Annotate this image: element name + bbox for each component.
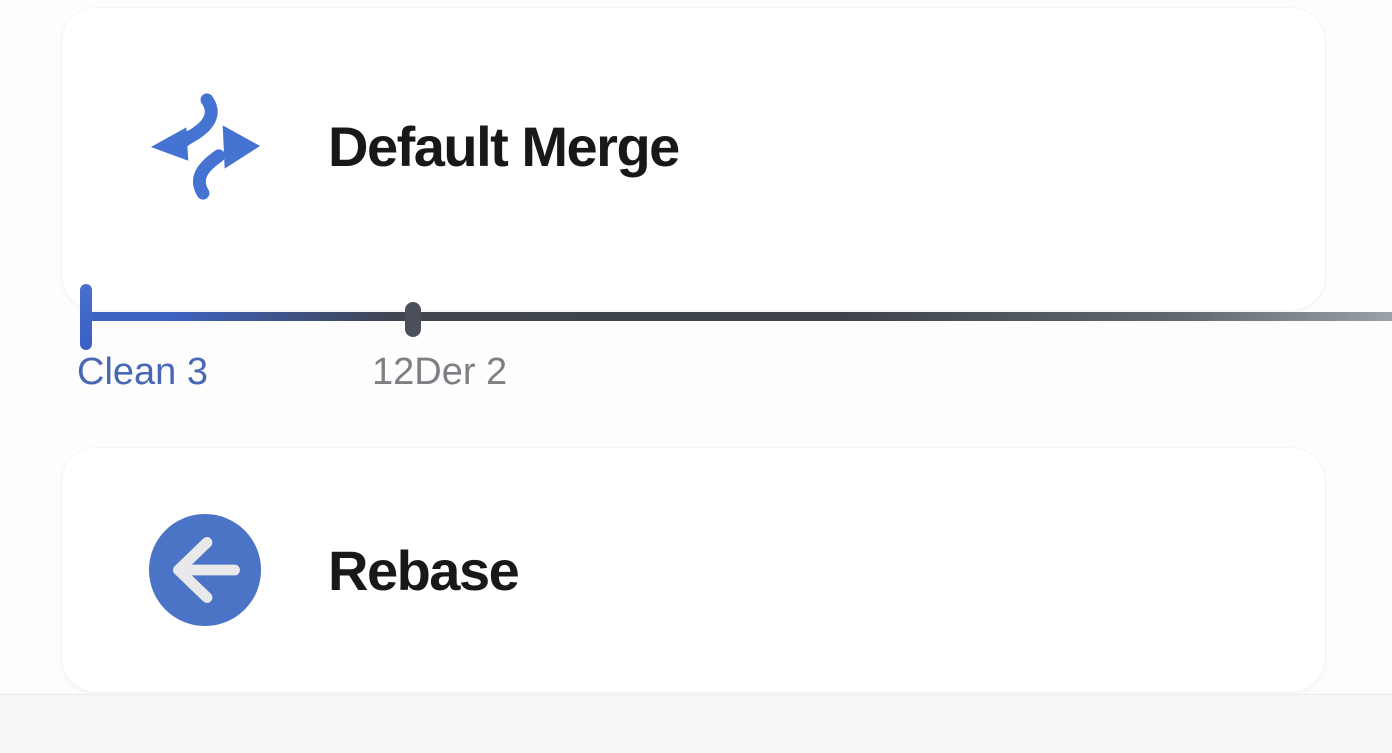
current-branch-label: Clean 3 — [77, 351, 208, 393]
other-branch-marker[interactable] — [405, 302, 421, 337]
current-branch-marker[interactable] — [80, 284, 92, 350]
timeline-track — [85, 312, 1392, 321]
default-merge-option[interactable]: Default Merge — [62, 56, 1325, 236]
default-merge-label: Default Merge — [328, 114, 680, 178]
background-bottom-strip — [0, 694, 1392, 753]
merge-arrows-icon — [146, 87, 264, 205]
rebase-option[interactable]: Rebase — [62, 448, 1325, 692]
default-merge-card: Default Merge — [62, 8, 1325, 310]
rebase-label: Rebase — [328, 538, 520, 602]
other-branch-label: 12Der 2 — [372, 351, 508, 393]
back-arrow-circle-icon — [146, 511, 264, 629]
rebase-card: Rebase — [62, 448, 1325, 692]
